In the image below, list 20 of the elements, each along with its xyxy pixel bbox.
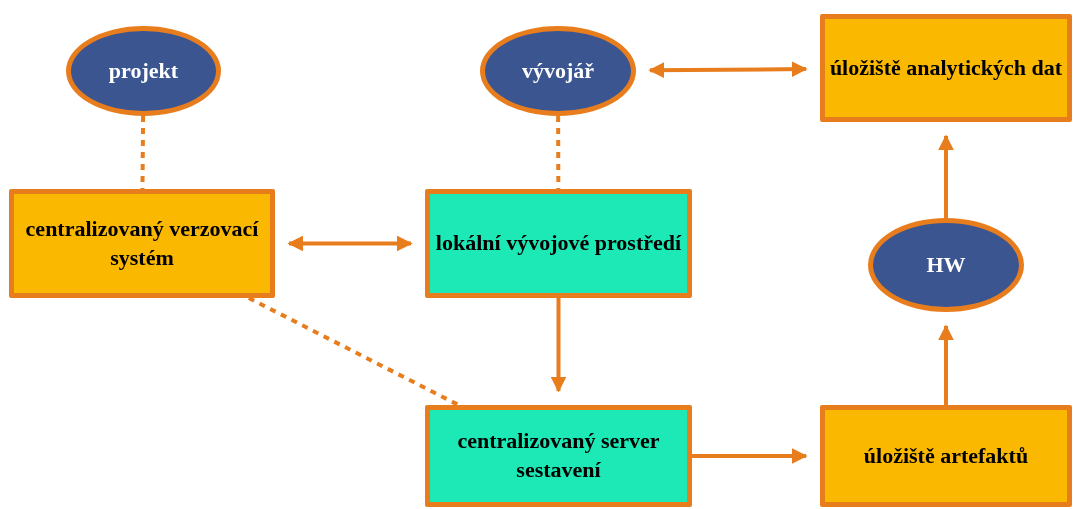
arrow [287, 235, 413, 252]
process-box [820, 14, 1072, 122]
arrow [692, 448, 808, 464]
arrow [648, 61, 808, 79]
node-label: vývojář [521, 56, 595, 85]
process-box [820, 405, 1072, 507]
process-box [425, 405, 692, 507]
node-label: HW [926, 250, 966, 279]
connector-line [247, 296, 460, 407]
node-label: lokální vývojové prostředí [435, 229, 682, 258]
arrow [550, 298, 567, 393]
arrow [938, 134, 954, 218]
node-label: centralizovaný verzovací systém [24, 214, 260, 272]
node-label: projekt [108, 56, 179, 85]
process-box [425, 189, 692, 298]
arrow [938, 324, 954, 405]
node-label: úložiště analytických dat [829, 53, 1063, 82]
node-label: centralizovaný server sestavení [456, 427, 661, 484]
node-label: úložiště artefaktů [863, 441, 1029, 470]
process-box [9, 189, 275, 298]
